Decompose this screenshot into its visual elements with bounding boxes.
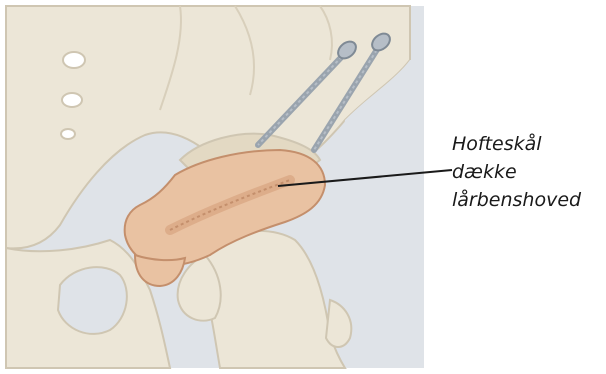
sacral-foramen-3 [61, 129, 75, 139]
obturator-foramen [58, 267, 127, 334]
annotation-line-2: dække [452, 161, 517, 183]
annotation-line-1: Hofteskål [452, 132, 542, 155]
sacral-foramen-1 [63, 52, 85, 68]
annotation-label: Hofteskål dække lårbenshoved [452, 132, 582, 211]
sacral-foramen-2 [62, 93, 82, 107]
annotation-line-3: lårbenshoved [452, 188, 582, 211]
